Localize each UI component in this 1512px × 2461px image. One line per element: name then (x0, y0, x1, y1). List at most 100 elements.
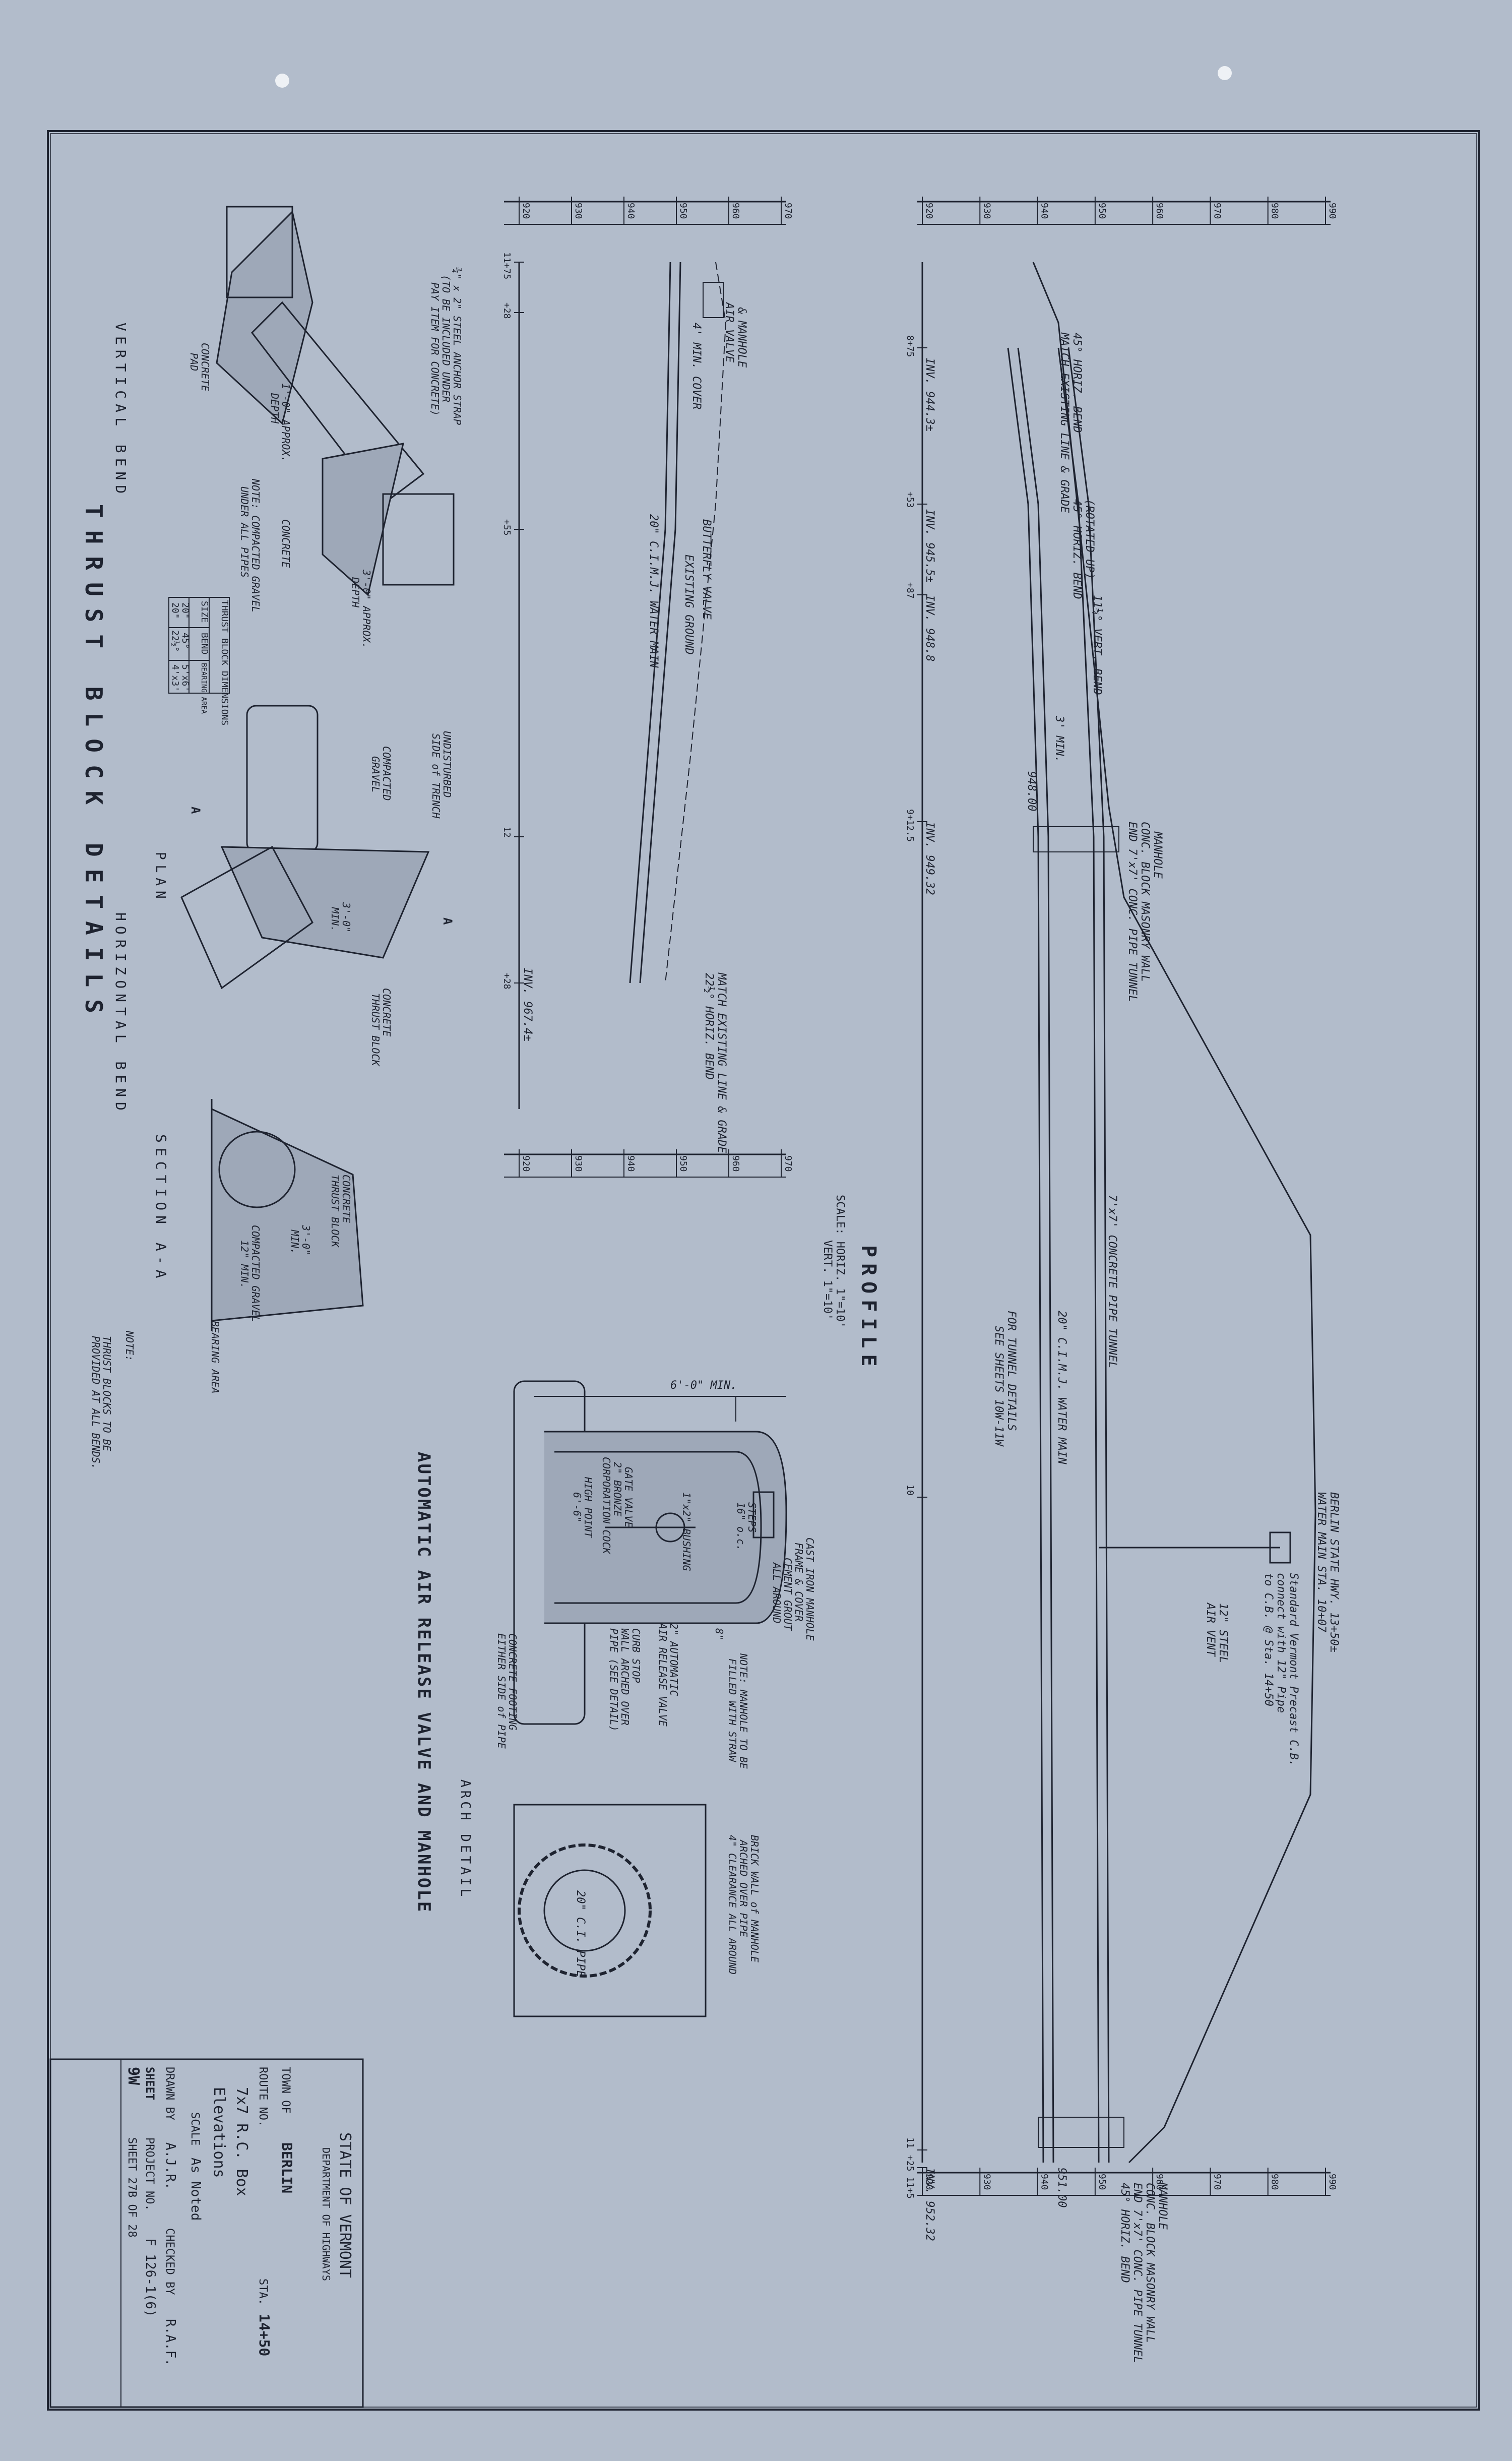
station-label: +28 (501, 973, 512, 990)
arch-pipe (543, 1869, 626, 1952)
detail-callout: CURB STOP (630, 1628, 642, 1683)
elevation-label: 990 (1327, 2174, 1338, 2190)
route-label: ROUTE NO. (257, 2067, 269, 2127)
table-cell: 45° (180, 633, 191, 649)
elevation-label: 980 (1270, 203, 1280, 219)
pipe-segment (246, 705, 319, 853)
pipe-segment (226, 206, 293, 298)
thrust-callout: 3'-0" (340, 902, 352, 933)
detail-callout: AIR RELEASE VALVE (657, 1622, 669, 1727)
elevation-label: 960 (1154, 203, 1165, 219)
scale-value: As Noted (188, 2158, 203, 2221)
scale-label: SCALE (188, 2112, 201, 2145)
thrust-callout: MIN. (289, 1229, 301, 1254)
elevation-label: 960 (730, 1155, 741, 1172)
thrust-callout: BEARING AREA (209, 1321, 221, 1394)
section-aa-detail: CONCRETE THRUST BLOCK 3'-0" MIN. COMPACT… (90, 1099, 364, 1469)
table-header: SIZE (199, 601, 210, 623)
detail-callout: CONCRETE FOOTING (507, 1633, 519, 1731)
main-profile-callouts: INV. 944.3± MATCH EXISTING LINE & GRADE … (923, 332, 1340, 2363)
pipe-tunnel-wall (1017, 347, 1054, 2163)
table-header: BEARING AREA (200, 663, 208, 714)
elevation-label: 930 (573, 203, 584, 219)
profile-callout: INV. 967.4± (521, 968, 534, 1041)
plan-label: PLAN (153, 852, 168, 904)
detail-callout: 1"x2" BUSHING (680, 1492, 692, 1571)
profile-callout: WATER MAIN STA. 10+07 (1315, 1492, 1328, 1633)
profile-callout: MANHOLE (1156, 2182, 1169, 2230)
profile-callout: 22½° HORIZ. BEND (703, 973, 715, 1080)
elevation-label: 970 (1212, 2174, 1222, 2190)
detail-callout: 2" AUTOMATIC (668, 1623, 680, 1696)
profile-callout: EXISTING GROUND (682, 555, 695, 655)
profile-callout: (ROTATED UP) (1083, 499, 1096, 579)
concrete-pad (216, 210, 313, 425)
profile-callout: INV. 945.5± (923, 509, 936, 583)
profile-callout: INV. 952.32 (923, 2168, 936, 2241)
profile-callout: MATCH EXISTING LINE & GRADE (715, 972, 728, 1153)
detail-callout: CORPORATION COCK (600, 1457, 612, 1555)
main-profile-top-scale (917, 201, 1331, 225)
vertical-bend-detail: ¾" x 2" STEEL ANCHOR STRAP (TO BE INCLUD… (112, 206, 463, 725)
thrust-callout: THRUST BLOCK (369, 993, 382, 1067)
detail-callout: WALL ARCHED OVER (619, 1628, 631, 1726)
station-label: +28 (501, 302, 512, 319)
thrust-block-details: ¾" x 2" STEEL ANCHOR STRAP (TO BE INCLUD… (80, 206, 463, 1469)
punch-hole (1218, 66, 1232, 80)
dimension-label: 6'-0" MIN. (670, 1379, 737, 1392)
elevation-label: 970 (783, 1155, 793, 1172)
note-title: NOTE: (123, 1330, 136, 1361)
profile-scale-horiz: SCALE: HORIZ. 1"=10' (834, 1195, 846, 1328)
profile-callout: 45° HORIZ. BEND (1118, 2183, 1131, 2283)
profile-callout: AIR VALVE (723, 301, 735, 363)
elevation-label: 920 (924, 2174, 934, 2190)
air-valve-manhole (703, 282, 724, 318)
profile-callout: SEE SHEETS 10W-11W (992, 1326, 1005, 1447)
horizontal-bend-detail: UNDISTURBED SIDE of TRENCH COMPACTED GRA… (112, 705, 455, 1116)
table-cell: 20" (180, 602, 191, 619)
detail-callout: 6'-6" (571, 1492, 583, 1522)
section-marker: A (440, 917, 455, 925)
profile-callout: 7'x7' CONCRETE PIPE TUNNEL (1106, 1195, 1118, 1368)
arch-note: ARCHED OVER PIPE (737, 1839, 749, 1937)
sheet-label: SHEET (143, 2067, 156, 2100)
table-header: BEND (199, 633, 210, 654)
elevation-label: 990 (1327, 203, 1338, 219)
main-profile-bottom-scale (917, 2172, 1331, 2196)
thrust-callout: CONCRETE (280, 519, 292, 568)
elevation-label: 950 (1097, 203, 1107, 219)
sheet-border (47, 130, 1480, 2411)
elevation-label: 970 (1212, 203, 1222, 219)
elevation-label: 950 (678, 203, 688, 219)
profile-callout: END 7'x7' CONC. PIPE TUNNEL (1131, 2183, 1144, 2363)
small-profile-callouts: AIR VALVE & MANHOLE 4' MIN. COVER BUTTER… (521, 301, 748, 1153)
station-label: 10 (905, 1485, 915, 1496)
thrust-callout: CONCRETE (199, 343, 211, 391)
elevation-label: 970 (783, 203, 793, 219)
existing-ground (665, 262, 727, 983)
thrust-callout: 3'-0" APPROX. (360, 569, 372, 649)
pipe-section (218, 1131, 296, 1208)
pipe-bend (180, 845, 313, 990)
elevation-label: 940 (625, 1155, 636, 1172)
thrust-callout: UNDER ALL PIPES (238, 486, 250, 578)
station-label: 11 (905, 2137, 915, 2148)
station-label: 12 (501, 827, 512, 838)
elevation-label: 930 (981, 203, 992, 219)
profile-callout: MATCH EXISTING LINE & GRADE (1058, 332, 1070, 513)
concrete-block (322, 443, 404, 596)
thrust-callout: DEPTH (269, 393, 281, 424)
thrust-callout: ¾" x 2" STEEL ANCHOR STRAP (451, 267, 463, 425)
vertical-bend-title: VERTICAL BEND (112, 323, 129, 499)
profile-callout: AIR VENT (1204, 1602, 1217, 1657)
arch-note: 4" CLEARANCE ALL AROUND (726, 1835, 738, 1975)
detail-callout: 2" BRONZE (611, 1462, 623, 1516)
detail-callout: 8" (713, 1628, 725, 1640)
elevation-label: 920 (924, 203, 934, 219)
table-cell: 22½° (170, 630, 180, 652)
air-release-callouts: CAST IRON MANHOLE FRAME & COVER CEMENT G… (495, 1457, 816, 1769)
sheet-number: 9W (124, 2067, 142, 2085)
brick-arch (518, 1843, 652, 1978)
